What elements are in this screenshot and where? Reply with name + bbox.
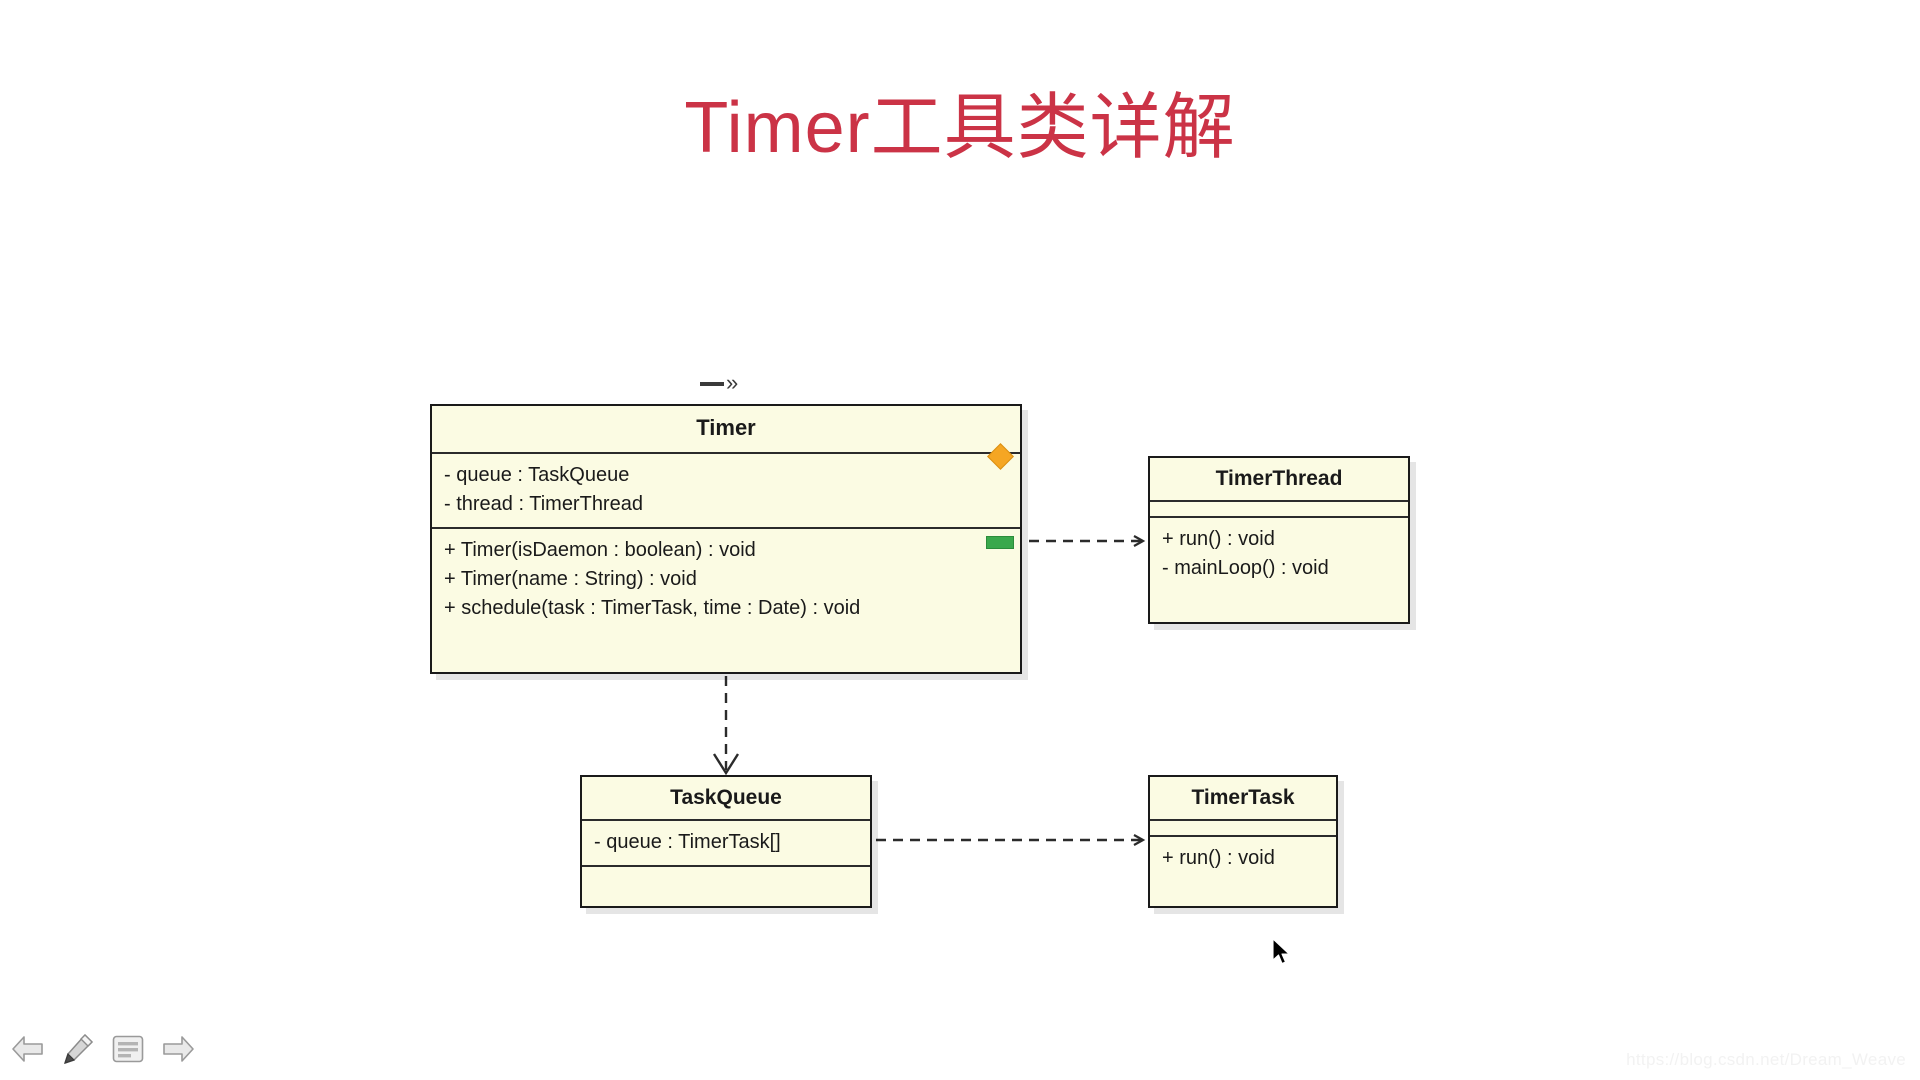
attributes-compartment [1150, 821, 1336, 835]
methods-compartment: + Timer(isDaemon : boolean) : void + Tim… [432, 529, 1020, 631]
compartment-separator [1150, 516, 1408, 519]
methods-compartment: + run() : void [1150, 837, 1336, 881]
slide-toolbar [8, 1026, 198, 1072]
next-slide-button[interactable] [158, 1029, 198, 1069]
attributes-compartment: - queue : TimerTask[] [582, 821, 870, 865]
stereotype-bar [700, 382, 724, 386]
green-marker-icon [986, 536, 1014, 549]
class-method: + run() : void [1162, 528, 1275, 551]
pen-icon [64, 1034, 93, 1064]
uml-class-taskqueue[interactable]: TaskQueue - queue : TimerTask[] [580, 775, 872, 908]
class-attribute: - thread : TimerThread [444, 493, 643, 516]
mouse-cursor [1272, 938, 1290, 965]
class-attribute: - queue : TimerTask[] [594, 831, 781, 854]
pen-tool-button[interactable] [58, 1029, 98, 1069]
compartment-separator [1150, 835, 1336, 838]
stereotype-chevron-icon: » [726, 370, 739, 395]
class-method: + run() : void [1162, 847, 1275, 870]
methods-compartment: + run() : void - mainLoop() : void [1150, 518, 1408, 591]
uml-class-timertask[interactable]: TimerTask + run() : void [1148, 775, 1338, 908]
stereotype-marker: » [700, 370, 738, 396]
class-name-timertask: TimerTask [1191, 786, 1295, 809]
attributes-compartment [1150, 502, 1408, 516]
compartment-separator [582, 865, 870, 868]
right-arrow-icon [163, 1036, 194, 1062]
class-attribute: - queue : TaskQueue [444, 464, 630, 487]
class-method: + Timer(name : String) : void [444, 568, 697, 591]
class-name-timerthread: TimerThread [1215, 467, 1343, 490]
compartment-separator [1150, 500, 1408, 503]
compartment-separator [1150, 819, 1336, 822]
menu-button[interactable] [108, 1029, 148, 1069]
left-arrow-icon [12, 1036, 43, 1062]
uml-class-timer[interactable]: Timer - queue : TaskQueue - thread : Tim… [430, 404, 1022, 674]
attributes-compartment: - queue : TaskQueue - thread : TimerThre… [432, 454, 1020, 527]
class-name-timer: Timer [696, 415, 756, 440]
page-title: Timer工具类详解 [684, 88, 1236, 168]
previous-slide-button[interactable] [8, 1029, 48, 1069]
compartment-separator [432, 527, 1020, 530]
class-method: - mainLoop() : void [1162, 557, 1329, 580]
relation-timer-to-taskqueue [712, 676, 740, 776]
compartment-separator [432, 452, 1020, 455]
class-name-taskqueue: TaskQueue [670, 786, 782, 809]
compartment-separator [582, 819, 870, 822]
class-method: + Timer(isDaemon : boolean) : void [444, 539, 756, 562]
list-menu-icon [112, 1035, 144, 1063]
watermark: https://blog.csdn.net/Dream_Weave [1626, 1050, 1906, 1069]
methods-compartment [582, 867, 870, 881]
class-method: + schedule(task : TimerTask, time : Date… [444, 597, 861, 620]
uml-class-timerthread[interactable]: TimerThread + run() : void - mainLoop() … [1148, 456, 1410, 624]
